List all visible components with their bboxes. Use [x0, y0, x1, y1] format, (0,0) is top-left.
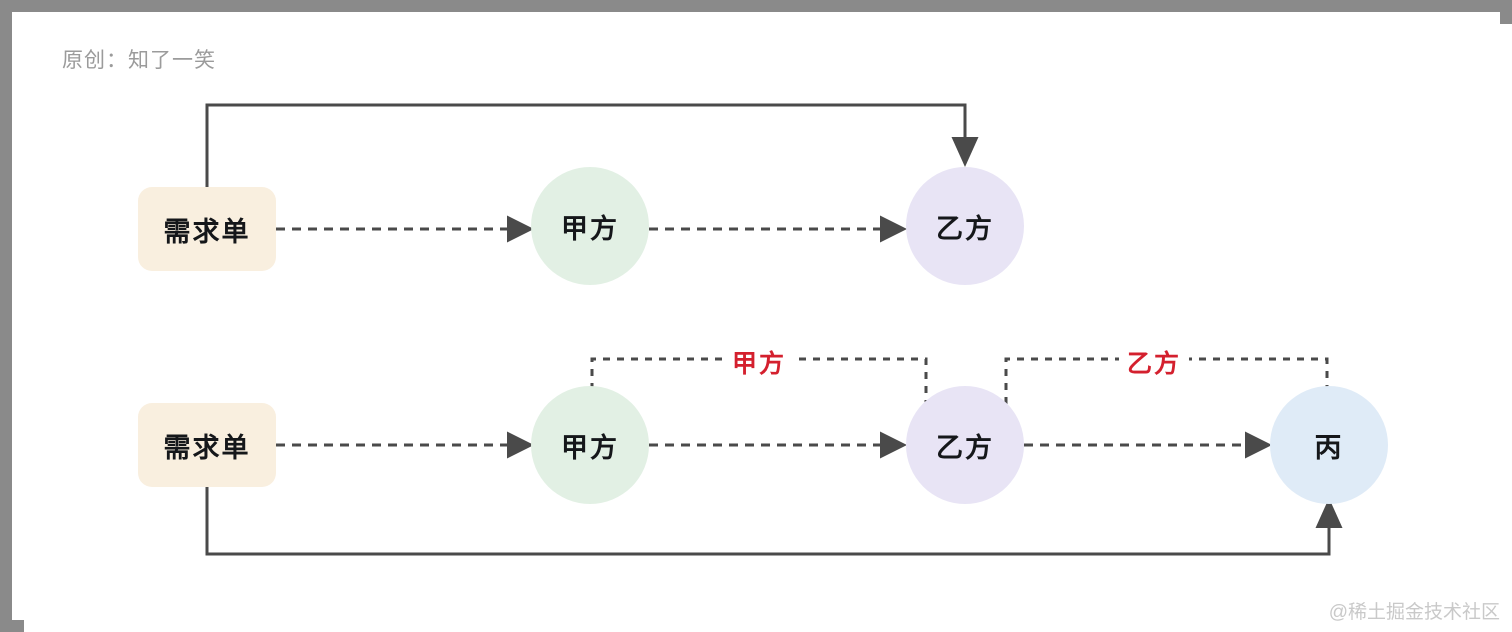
node-r1-party-a[interactable]: 甲方 [531, 167, 649, 285]
bracket-label-jiafang: 甲方 [723, 344, 795, 380]
diagram-canvas: 原创：知了一笑 [24, 24, 1512, 632]
node-label: 甲方 [561, 432, 619, 463]
bracket-label-yifang: 乙方 [1118, 344, 1190, 380]
node-label: 乙方 [936, 213, 994, 244]
node-r1-party-b[interactable]: 乙方 [906, 167, 1024, 285]
connector-layer [205, 103, 1343, 556]
node-label: 甲方 [561, 213, 619, 244]
node-r2-order[interactable]: 需求单 [138, 403, 276, 487]
byline-text: 原创：知了一笑 [62, 49, 216, 72]
watermark-text: @稀土掘金技术社区 [1328, 602, 1500, 623]
edge-r2-feedback-loop [205, 479, 1343, 556]
node-r1-order[interactable]: 需求单 [138, 187, 276, 271]
node-label: 需求单 [163, 216, 251, 247]
node-r2-party-b[interactable]: 乙方 [906, 386, 1024, 504]
node-label: 需求单 [163, 432, 251, 463]
edge-r1-feedback-loop [205, 103, 979, 216]
node-label: 乙方 [936, 432, 994, 463]
node-label: 丙 [1314, 432, 1344, 463]
node-r2-party-c[interactable]: 丙 [1270, 386, 1388, 504]
node-r2-party-a[interactable]: 甲方 [531, 386, 649, 504]
